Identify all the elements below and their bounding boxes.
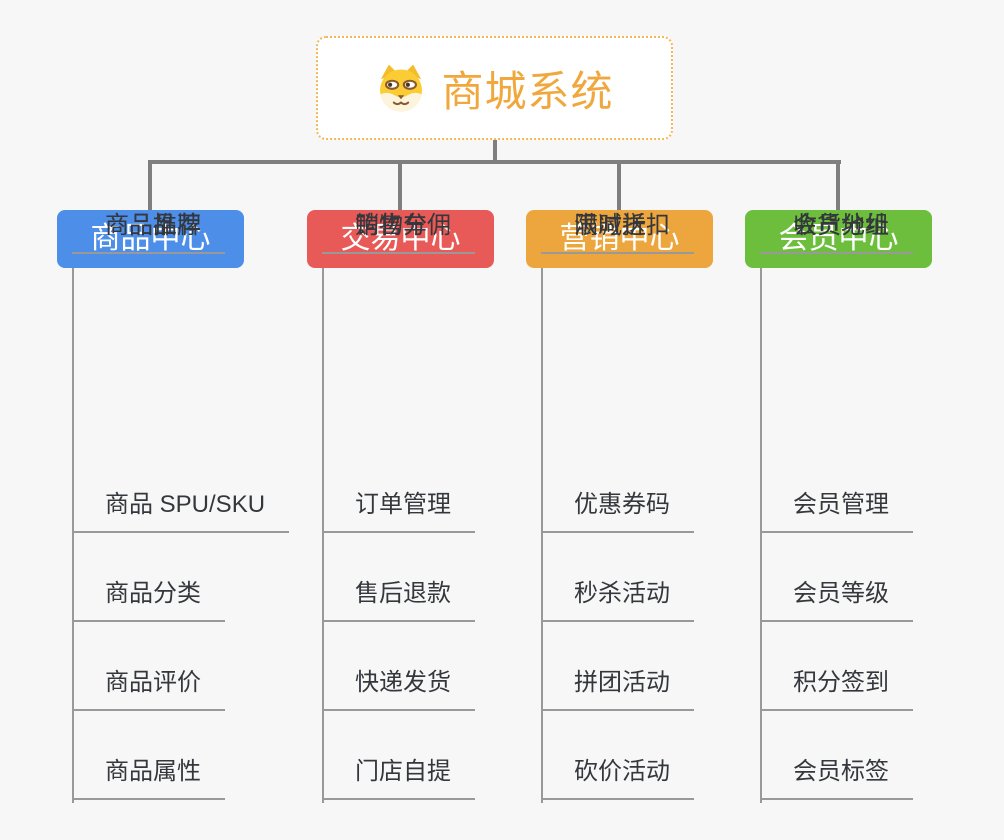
leaf-node[interactable]: 会员标签	[760, 756, 913, 800]
leaf-node[interactable]: 积分签到	[760, 667, 913, 711]
leaf-node[interactable]: 售后退款	[322, 578, 475, 622]
connector-stub-marketing-center	[617, 160, 621, 210]
leaf-node[interactable]: 快递发货	[322, 667, 475, 711]
branch-rail	[72, 268, 74, 803]
leaf-node[interactable]: 会员管理	[760, 489, 913, 533]
connector-stub-trade-center	[398, 160, 402, 210]
dog-icon	[380, 64, 423, 112]
leaf-node[interactable]: 会员等级	[760, 578, 913, 622]
leaf-node[interactable]: 优惠券码	[541, 489, 694, 533]
branch-trade-center: 交易中心 订单管理 售后退款 快递发货 门店自提 购物车 销售分佣	[307, 210, 567, 810]
branch-rail	[760, 268, 762, 803]
branch-rail	[541, 268, 543, 803]
leaf-node[interactable]: 销售分佣	[322, 210, 475, 254]
leaf-node[interactable]: 商品 SPU/SKU	[72, 489, 290, 533]
root-node-mall-system[interactable]: 商城系统	[316, 36, 673, 140]
root-title: 商城系统	[441, 67, 614, 115]
leaf-node[interactable]: 满减送	[541, 210, 670, 254]
connector-root-stub	[493, 140, 497, 162]
leaf-node[interactable]: 门店自提	[322, 756, 475, 800]
leaf-node[interactable]: 收货地址	[760, 210, 913, 254]
connector-horizontal-line	[148, 160, 841, 164]
leaf-node[interactable]: 商品属性	[72, 756, 225, 800]
connector-stub-member-center	[836, 160, 840, 210]
leaf-node[interactable]: 商品品牌	[72, 210, 225, 254]
branch-product-center: 商品中心 商品 SPU/SKU 商品分类 商品评价 商品属性 商品推荐 商品品牌	[57, 210, 317, 810]
branch-rail	[322, 268, 324, 803]
leaf-node[interactable]: 商品分类	[72, 578, 225, 622]
leaf-node[interactable]: 订单管理	[322, 489, 475, 533]
branch-marketing-center: 营销中心 优惠券码 秒杀活动 拼团活动 砍价活动 限时折扣 满减送	[526, 210, 786, 810]
leaf-node[interactable]: 拼团活动	[541, 667, 694, 711]
connector-stub-product-center	[148, 160, 152, 210]
branch-node-member-center[interactable]: 会员中心	[745, 210, 932, 268]
branch-member-center: 会员中心 会员管理 会员等级 积分签到 会员标签 会员分组 收货地址	[745, 210, 1004, 810]
branch-node-product-center[interactable]: 商品中心	[57, 210, 244, 268]
leaf-node[interactable]: 商品评价	[72, 667, 225, 711]
branch-node-marketing-center[interactable]: 营销中心	[526, 210, 713, 268]
leaf-node[interactable]: 砍价活动	[541, 756, 694, 800]
branch-node-trade-center[interactable]: 交易中心	[307, 210, 494, 268]
leaf-node[interactable]: 秒杀活动	[541, 578, 694, 622]
